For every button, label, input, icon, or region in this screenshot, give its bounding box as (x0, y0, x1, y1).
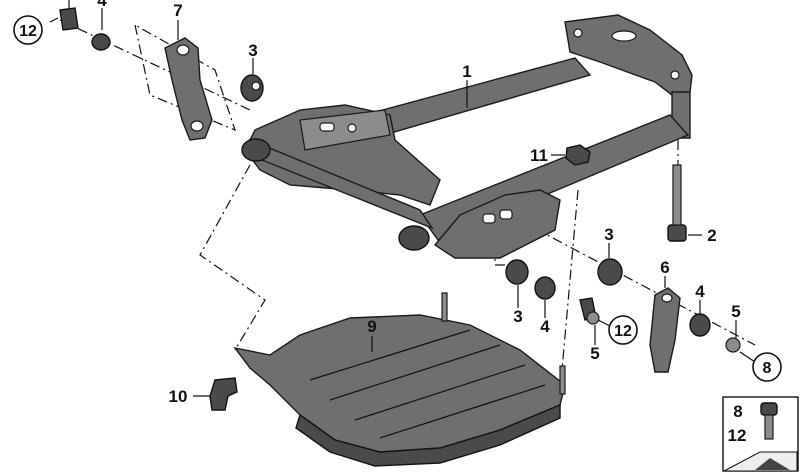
callout-circle-12a (13, 15, 43, 45)
leader-12a (49, 17, 59, 23)
rubber-mount-4-top (91, 33, 111, 51)
bracket-7-hole (176, 44, 190, 56)
callout-4a: 4 (97, 0, 107, 10)
callout-3b: 3 (513, 307, 522, 326)
leader-lines (49, 0, 756, 397)
bracket-7-body (164, 37, 213, 141)
frame-tube-end (398, 225, 430, 251)
frame-hole (670, 70, 680, 80)
bolt-2-shank (672, 164, 682, 226)
bracket-6 (649, 287, 681, 373)
legend-label-12: 12 (728, 426, 747, 445)
washer-5-mid (586, 311, 600, 325)
legend-screw-shank (764, 414, 774, 440)
legend-corner-mark (755, 458, 790, 470)
callout-2: 2 (707, 226, 716, 245)
washer-5-right (725, 337, 741, 353)
skid-plate (233, 292, 566, 467)
skid-plate-stud (559, 365, 566, 395)
skid-plate-edge (295, 403, 561, 467)
bracket-6-hole (661, 293, 673, 303)
frame-hole (573, 28, 583, 38)
assembly-line-left (199, 164, 266, 351)
callout-7: 7 (173, 1, 182, 20)
bracket-7 (164, 37, 213, 141)
assembly-line-mid (494, 225, 520, 266)
frame-slot (319, 122, 335, 132)
callout-6: 6 (660, 258, 669, 277)
screw-10 (209, 377, 238, 411)
callout-9: 9 (367, 317, 376, 336)
bracket-6-body (649, 287, 681, 373)
callout-3c: 3 (604, 225, 613, 244)
skid-plate-ribs (309, 329, 546, 439)
callout-12a: 12 (19, 23, 37, 40)
rubber-mount-3-hole (251, 81, 261, 91)
screw-12-top (59, 7, 79, 31)
assembly-line-bracket7 (134, 23, 236, 132)
callout-5b: 5 (731, 302, 740, 321)
hardware (59, 7, 741, 411)
leader-12b (597, 319, 611, 327)
bracket-7-hole (190, 120, 204, 132)
rubber-mount-4-mid (534, 276, 556, 300)
frame-left-plate (244, 104, 441, 206)
legend-label-8: 8 (733, 402, 742, 421)
callout-4c: 4 (695, 282, 705, 301)
callouts: 12 4 7 3 1 11 2 3 6 4 5 3 4 5 12 8 9 10 (13, 0, 782, 406)
callout-4b: 4 (540, 317, 550, 336)
frame-right-plate (433, 189, 561, 259)
callout-5a: 5 (590, 344, 599, 363)
frame-top-plate (564, 14, 693, 96)
frame-left-plate-face (299, 109, 391, 151)
assembly-line-vertical (561, 189, 579, 371)
rubber-mount-3-right (597, 258, 623, 286)
callout-11: 11 (530, 146, 548, 165)
bolt-2-head (667, 224, 687, 242)
callout-10: 10 (169, 387, 188, 406)
frame-tube-end (241, 138, 271, 162)
callout-circle-12b (608, 315, 638, 345)
legend-screw-head (760, 402, 778, 416)
callout-12b: 12 (614, 323, 632, 340)
frame-slot (611, 30, 637, 42)
legend-box: 8 12 (722, 396, 799, 472)
callout-3a: 3 (248, 41, 257, 60)
callout-1: 1 (462, 62, 471, 81)
frame-slot (499, 209, 513, 220)
skid-plate-stud (441, 292, 448, 322)
frame-slot (482, 213, 496, 224)
assembly-line-top (59, 19, 251, 111)
main-frame (241, 14, 693, 259)
nut-11 (565, 144, 591, 166)
rubber-mount-4-right (689, 313, 711, 337)
frame-hole (347, 123, 357, 133)
rubber-mount-3-mid (505, 259, 529, 285)
leader-8 (739, 351, 756, 363)
callout-circle-8 (752, 352, 782, 382)
callout-8: 8 (763, 360, 772, 377)
